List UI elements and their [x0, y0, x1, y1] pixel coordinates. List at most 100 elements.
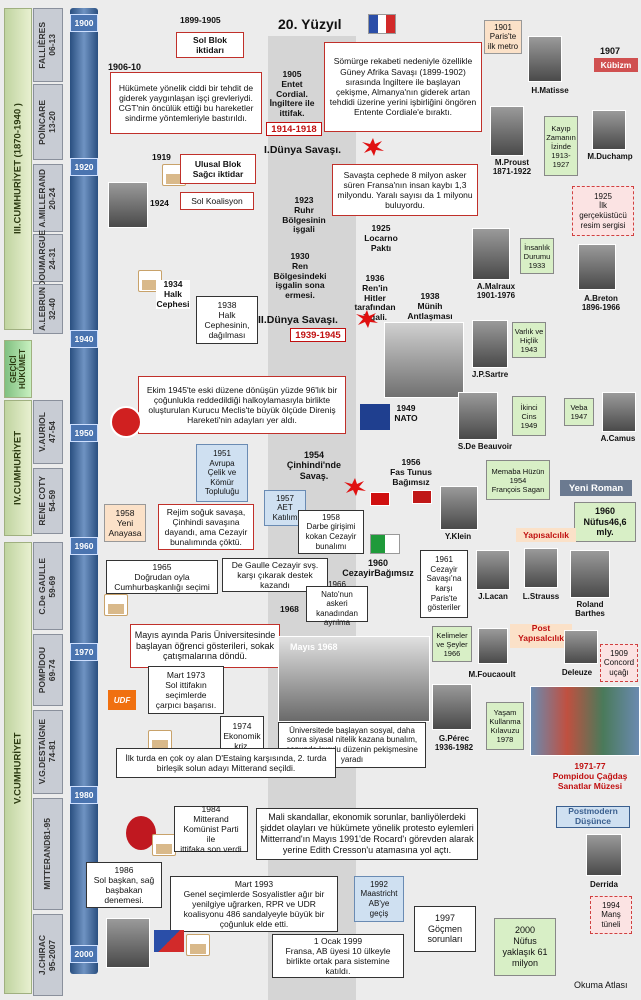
cap-lacan: J.Lacan	[478, 592, 508, 601]
algeria-flag-icon	[370, 534, 400, 554]
box-aktk: 1951 Avrupa Çelik ve Kömür Topluluğu	[196, 444, 248, 502]
cap-sartre: J.P.Sartre	[471, 370, 509, 379]
president-poincare: POİNCARE 13-20	[33, 84, 63, 160]
photo-pompidou-center	[530, 686, 640, 756]
president-millerand: A.MILLERAND 20-24	[33, 164, 63, 232]
box-kayip-zaman: Kayıp Zamanın İzinde 1913- 1927	[544, 116, 578, 176]
president-coty: RENE COTY 54-59	[33, 468, 63, 534]
photo-klein	[440, 486, 478, 530]
box-mart-1973: Mart 1973 Sol ittifakın seçimlerde çarpı…	[148, 666, 224, 714]
box-rejim: Rejim soğuk savaşa, Çinhindi savaşına da…	[158, 504, 254, 550]
photo-proust	[490, 106, 524, 156]
era-fourth-label: IV.CUMHURİYET	[12, 430, 24, 506]
era-fourth-republic	[4, 400, 32, 536]
badge-yeni-roman: Yeni Roman	[560, 480, 632, 496]
photo-millerand	[108, 182, 148, 228]
ww1-label: I.Dünya Savaşı.	[264, 144, 342, 156]
photo-strauss	[524, 548, 558, 588]
ballot-icon	[104, 594, 128, 616]
box-sol-blok: Sol Blok iktidarı	[176, 32, 244, 58]
president-chirac: J.CHIRAC 95-2007	[33, 914, 63, 996]
udf-logo-icon: UDF	[108, 690, 136, 710]
cap-barthes: Roland Barthes	[575, 600, 605, 619]
box-aet: 1957 AET Katılım	[264, 490, 306, 526]
badge-post-yapisalcilik: Post Yapısalcılık	[510, 623, 572, 648]
box-mali: Mali skandallar, ekonomik sorunlar, banl…	[256, 808, 478, 860]
photo-derrida	[586, 834, 622, 876]
cap-malraux: A.Malraux 1901-1976	[476, 282, 516, 301]
box-mart-1993: Mart 1993 Genel seçimlerde Sosyalistler …	[170, 876, 338, 932]
year-2000: 2000	[70, 945, 98, 963]
cap-breton: A.Breton 1896-1966	[581, 294, 621, 313]
cap-strauss: L.Strauss	[522, 592, 560, 601]
box-ocak-1999: 1 Ocak 1999 Fransa, AB üyesi 10 ülkeyle …	[272, 934, 404, 978]
box-maastricht: 1992 Maastricht AB'ye geçiş	[354, 876, 404, 922]
label-cinhindi: 1954 Çinhindi'nde Savaş.	[286, 450, 342, 481]
box-nato-1966: 1966 Nato'nun askeri kanadından ayrılma	[306, 580, 368, 627]
label-ren-1936: 1936 Ren'in Hitler tarafından işgali.	[354, 273, 396, 323]
badge-yapisalcilik: Yapısalcılık	[516, 528, 576, 542]
box-sol-koalisyon: Sol Koalisyon	[180, 192, 254, 210]
label-nato: 1949 NATO	[394, 403, 418, 423]
photo-perec	[432, 684, 472, 730]
box-concord: 1909 Concord uçağı	[600, 644, 638, 682]
president-doumergue: DOUMARGUE 24-31	[33, 230, 63, 286]
photo-breton	[578, 244, 616, 290]
ps-rose-logo-icon	[126, 816, 156, 850]
photo-beauvoir	[458, 392, 498, 440]
ballot-icon	[152, 834, 176, 856]
label-ruhr: 1923 Ruhr Bölgesinin işgali	[282, 195, 326, 235]
tunisia-flag-icon	[370, 492, 390, 506]
france-flag-icon	[368, 14, 396, 34]
ballot-icon	[186, 934, 210, 956]
box-varlik: Varlık ve Hiçlik 1943	[512, 322, 546, 358]
label-munih: 1938 Münih Antlaşması	[407, 291, 453, 321]
box-ekim-1945: Ekim 1945'te eski düzene dönüşün yüzde 9…	[138, 376, 346, 434]
cap-klein: Y.Klein	[444, 532, 472, 541]
box-veba: Veba 1947	[564, 398, 594, 426]
box-kayip: Savaşta cephede 8 milyon asker süren Fra…	[332, 164, 478, 216]
cap-matisse: H.Matisse	[531, 86, 569, 95]
photo-camus	[602, 392, 636, 432]
box-oylama-1965: 1965 Doğrudan oyla Cumhurbaşkanlığı seçi…	[106, 560, 218, 594]
box-nufus-2000: 2000 Nüfus yaklaşık 61 milyon	[494, 918, 556, 976]
box-hukumet: Hükümete yönelik ciddi bir tehdit de gid…	[110, 72, 262, 134]
label-1968: 1968	[280, 604, 299, 614]
year-1900: 1900	[70, 14, 98, 32]
explosion-icon	[356, 310, 378, 328]
photo-foucault	[478, 628, 508, 664]
box-halk-1938: 1938 Halk Cephesinin, dağılması	[196, 296, 258, 344]
box-gercekustu: 1925 İlk gerçeküstücü resim sergisi	[572, 186, 634, 236]
president-pompidou: POMPİDOU 69-74	[33, 634, 63, 706]
box-nufus-1960: 1960 Nüfus46,6 mly.	[574, 502, 636, 542]
label-halk-1934: 1934 Halk Cephesi	[156, 279, 190, 310]
ww1-years: 1914-1918	[266, 122, 322, 136]
year-1950: 1950	[70, 424, 98, 442]
cap-duchamp: M.Duchamp	[587, 152, 633, 161]
cap-foucault: M.Foucaoult	[468, 670, 516, 679]
era-third-republic	[4, 8, 32, 330]
box-memaba: Memaba Hüzün 1954 François Sagan	[486, 460, 550, 500]
photo-barthes	[570, 550, 610, 598]
cap-beauvoir: S.De Beauvoir	[457, 442, 513, 451]
explosion-icon	[344, 478, 366, 496]
cap-proust: M.Proust 1871-1922	[492, 158, 532, 177]
photo-malraux	[472, 228, 510, 280]
rpr-logo-icon	[154, 930, 184, 952]
box-ikinci-cins: İkinci Cins 1949	[512, 396, 546, 436]
era-third-label: III.CUMHURİYET (1870-1940 )	[12, 103, 24, 235]
cap-derrida: Derrida	[589, 880, 618, 889]
photo-matisse	[528, 36, 562, 82]
box-goc: 1997 Göçmen sorunları	[414, 906, 476, 952]
box-anayasa: 1958 Yeni Anayasa	[104, 504, 146, 542]
box-mayis: Mayıs ayında Paris Üniversitesinde başla…	[130, 624, 280, 668]
badge-postmodern: Postmodern Düşünce	[556, 806, 630, 828]
box-metro: 1901 Paris'te ilk metro	[484, 20, 522, 54]
label-1919: 1919	[152, 152, 171, 162]
morocco-flag-icon	[412, 490, 432, 504]
photo-chirac	[106, 918, 150, 968]
nato-emblem-icon	[360, 404, 390, 430]
label-1899: 1899-1905	[180, 15, 221, 25]
president-giscard: V.G.DESTAİGNE 74-81	[33, 710, 63, 794]
